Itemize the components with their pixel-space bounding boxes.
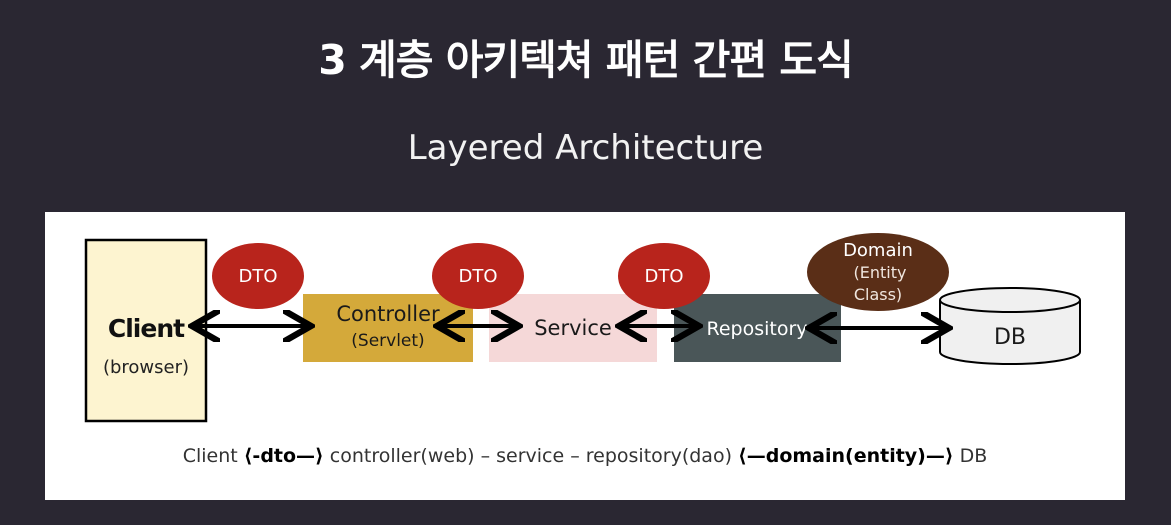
architecture-diagram: Client (browser) Controller (Servlet) Se… <box>84 233 1081 467</box>
domain-badge-title: Domain <box>843 240 913 261</box>
caption-db: DB <box>954 445 988 467</box>
client-label: Client <box>108 314 185 343</box>
caption-layers: controller(web) – service – repository(d… <box>324 445 738 467</box>
domain-badge-line2: (Entity <box>854 263 907 282</box>
client-sub-label: (browser) <box>103 357 189 378</box>
caption-domain-arrow: ⟨—domain(entity)—⟩ <box>738 445 954 467</box>
caption-dto-arrow: ⟨-dto—⟩ <box>244 445 324 467</box>
caption-client: Client <box>183 445 244 467</box>
dto-badge-1 <box>212 243 304 309</box>
db-label: DB <box>994 325 1026 350</box>
dto-badge-2-label: DTO <box>458 266 497 287</box>
domain-badge <box>807 233 949 311</box>
diagram-caption: Client ⟨-dto—⟩ controller(web) – service… <box>183 445 988 467</box>
domain-badge-line3: Class) <box>854 285 902 304</box>
service-label: Service <box>534 316 612 340</box>
dto-badge-3 <box>618 243 710 309</box>
client-box <box>84 238 208 423</box>
page-title: 3 계층 아키텍쳐 패턴 간편 도식 <box>318 36 854 84</box>
dto-badge-3-label: DTO <box>644 266 683 287</box>
db-cylinder-icon <box>939 287 1081 365</box>
controller-sub-label: (Servlet) <box>351 331 424 351</box>
dto-badge-1-label: DTO <box>238 266 277 287</box>
repository-label: Repository <box>706 318 807 340</box>
dto-badge-2 <box>432 243 524 309</box>
controller-label: Controller <box>336 302 440 326</box>
diagram-panel: Client (browser) Controller (Servlet) Se… <box>45 212 1125 500</box>
page-subtitle: Layered Architecture <box>407 128 764 168</box>
